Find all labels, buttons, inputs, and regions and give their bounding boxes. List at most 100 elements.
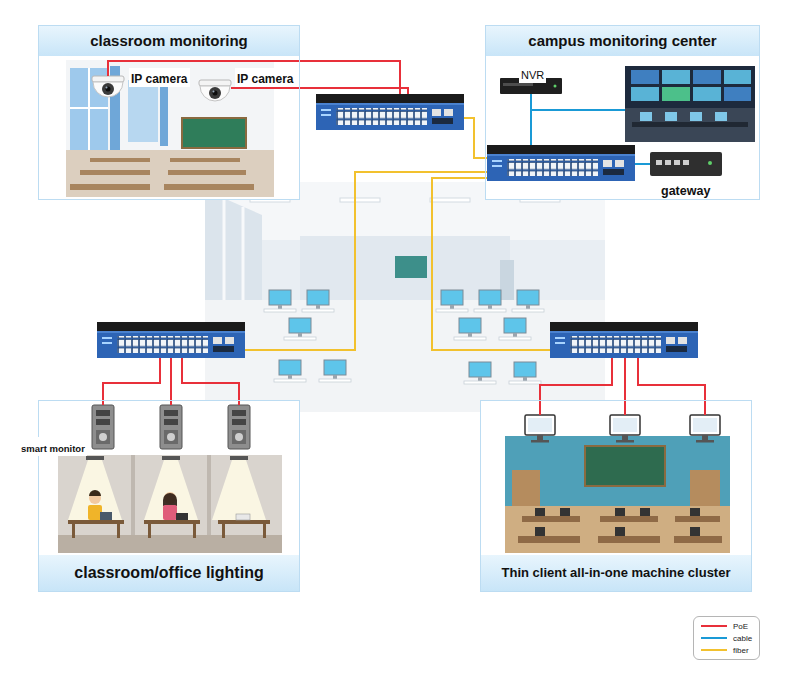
network-wires [182, 358, 239, 405]
monitoring-room-photo [656, 160, 662, 165]
office-lighting-scene [72, 524, 75, 538]
legend-swatch-box [699, 634, 729, 642]
monitoring-room-photo [665, 112, 677, 121]
office-lighting-scene [148, 524, 151, 538]
classroom-photo [512, 290, 544, 312]
classroom-photo [454, 318, 486, 340]
office-lighting-scene [68, 520, 124, 524]
office-lighting-scene [58, 455, 282, 553]
classroom-photo [182, 118, 246, 148]
monitoring-room-photo [503, 83, 533, 86]
legend-row: PoE [699, 620, 752, 632]
thin-client-classroom-scene [512, 470, 540, 506]
thin-client-classroom-scene [690, 415, 720, 443]
monitoring-room-photo [631, 70, 659, 84]
monitoring-room-photo [708, 161, 712, 165]
thin-client-classroom-scene [585, 446, 665, 486]
classroom-photo [319, 360, 351, 382]
thin-client-classroom-scene [535, 527, 545, 536]
legend-row: cable [699, 632, 752, 644]
network-wires [624, 358, 626, 415]
thin-client-classroom-scene [535, 508, 545, 516]
network-wires [530, 94, 532, 145]
classroom-photo [284, 318, 316, 340]
classroom-photo [70, 107, 108, 109]
classroom-photo [499, 318, 531, 340]
device-label: IP camera [129, 68, 190, 87]
office-lighting-scene [92, 405, 114, 449]
office-lighting-scene [163, 505, 177, 520]
thin-client-classroom-scene [600, 516, 658, 522]
panel-ground [480, 400, 752, 592]
panel-ground [38, 25, 300, 200]
classroom-photo [160, 80, 168, 146]
classroom-photo [500, 260, 514, 300]
network-switch [550, 322, 698, 358]
monitoring-room-photo [662, 70, 690, 84]
thin-client-classroom-scene [505, 436, 730, 508]
monitoring-room-photo [632, 122, 748, 127]
office-lighting-scene [263, 524, 266, 538]
network-wires [231, 88, 408, 94]
monitoring-room-photo [625, 108, 755, 142]
network-wires [170, 358, 172, 405]
legend-swatch-box [699, 622, 729, 630]
thin-client-classroom-scene [690, 508, 700, 516]
classroom-photo [509, 362, 541, 384]
office-lighting-scene [58, 405, 282, 553]
office-lighting-scene [230, 456, 248, 460]
legend-swatch [701, 649, 727, 651]
thin-client-classroom-scene [615, 508, 625, 516]
device-label: smart monitor [19, 437, 87, 456]
office-lighting-scene [68, 460, 122, 520]
classroom-photo [199, 80, 231, 101]
network-wires [464, 118, 487, 158]
classroom-photo [205, 182, 605, 412]
classroom-photo [340, 198, 380, 202]
monitoring-room-photo [650, 152, 722, 176]
office-lighting-scene [222, 524, 225, 538]
classroom-photo [205, 300, 605, 412]
classroom-photo [168, 170, 246, 175]
office-lighting-scene [193, 524, 196, 538]
office-lighting-scene [100, 512, 112, 520]
office-lighting-scene [86, 456, 104, 460]
office-lighting-scene [58, 535, 282, 553]
thin-client-classroom-scene [525, 415, 555, 443]
network-wires [540, 358, 612, 415]
thin-client-classroom-scene [640, 508, 650, 516]
monitoring-room-photo [674, 160, 680, 165]
network-wires [103, 358, 160, 405]
thin-client-classroom-scene [505, 415, 730, 553]
classroom-photo [205, 182, 605, 412]
legend-text: fiber [733, 646, 749, 655]
header-band: classroom/office lighting [39, 555, 299, 591]
monitoring-room-photo [665, 160, 671, 165]
monitoring-room-photo [554, 85, 557, 88]
classroom-photo [464, 362, 496, 384]
network-switch [487, 145, 635, 181]
device-label: NVR [519, 64, 546, 83]
thin-client-classroom-scene [675, 516, 720, 522]
classroom-photo [395, 256, 427, 278]
office-lighting-scene [144, 520, 200, 524]
monitoring-room-photo [715, 112, 727, 121]
network-wires [638, 358, 705, 415]
monitoring-room-photo [693, 70, 721, 84]
section-panel: campus monitoring centerNVRgateway [485, 25, 760, 200]
monitoring-room-photo [631, 87, 659, 101]
network-wires [635, 163, 650, 165]
network-switch [97, 322, 245, 358]
thin-client-classroom-scene [690, 470, 720, 506]
office-lighting-scene [88, 505, 102, 520]
classroom-photo [170, 158, 240, 162]
thin-client-classroom-scene [598, 536, 660, 543]
monitoring-room-photo [625, 66, 755, 142]
thin-client-classroom-scene [690, 527, 700, 536]
header-band: classroom monitoring [39, 26, 299, 56]
classroom-photo [66, 150, 274, 197]
legend-swatch-box [699, 646, 729, 654]
monitoring-room-photo [662, 87, 690, 101]
header-band: Thin client all-in-one machine cluster [481, 555, 751, 591]
thin-client-classroom-scene [518, 536, 580, 543]
